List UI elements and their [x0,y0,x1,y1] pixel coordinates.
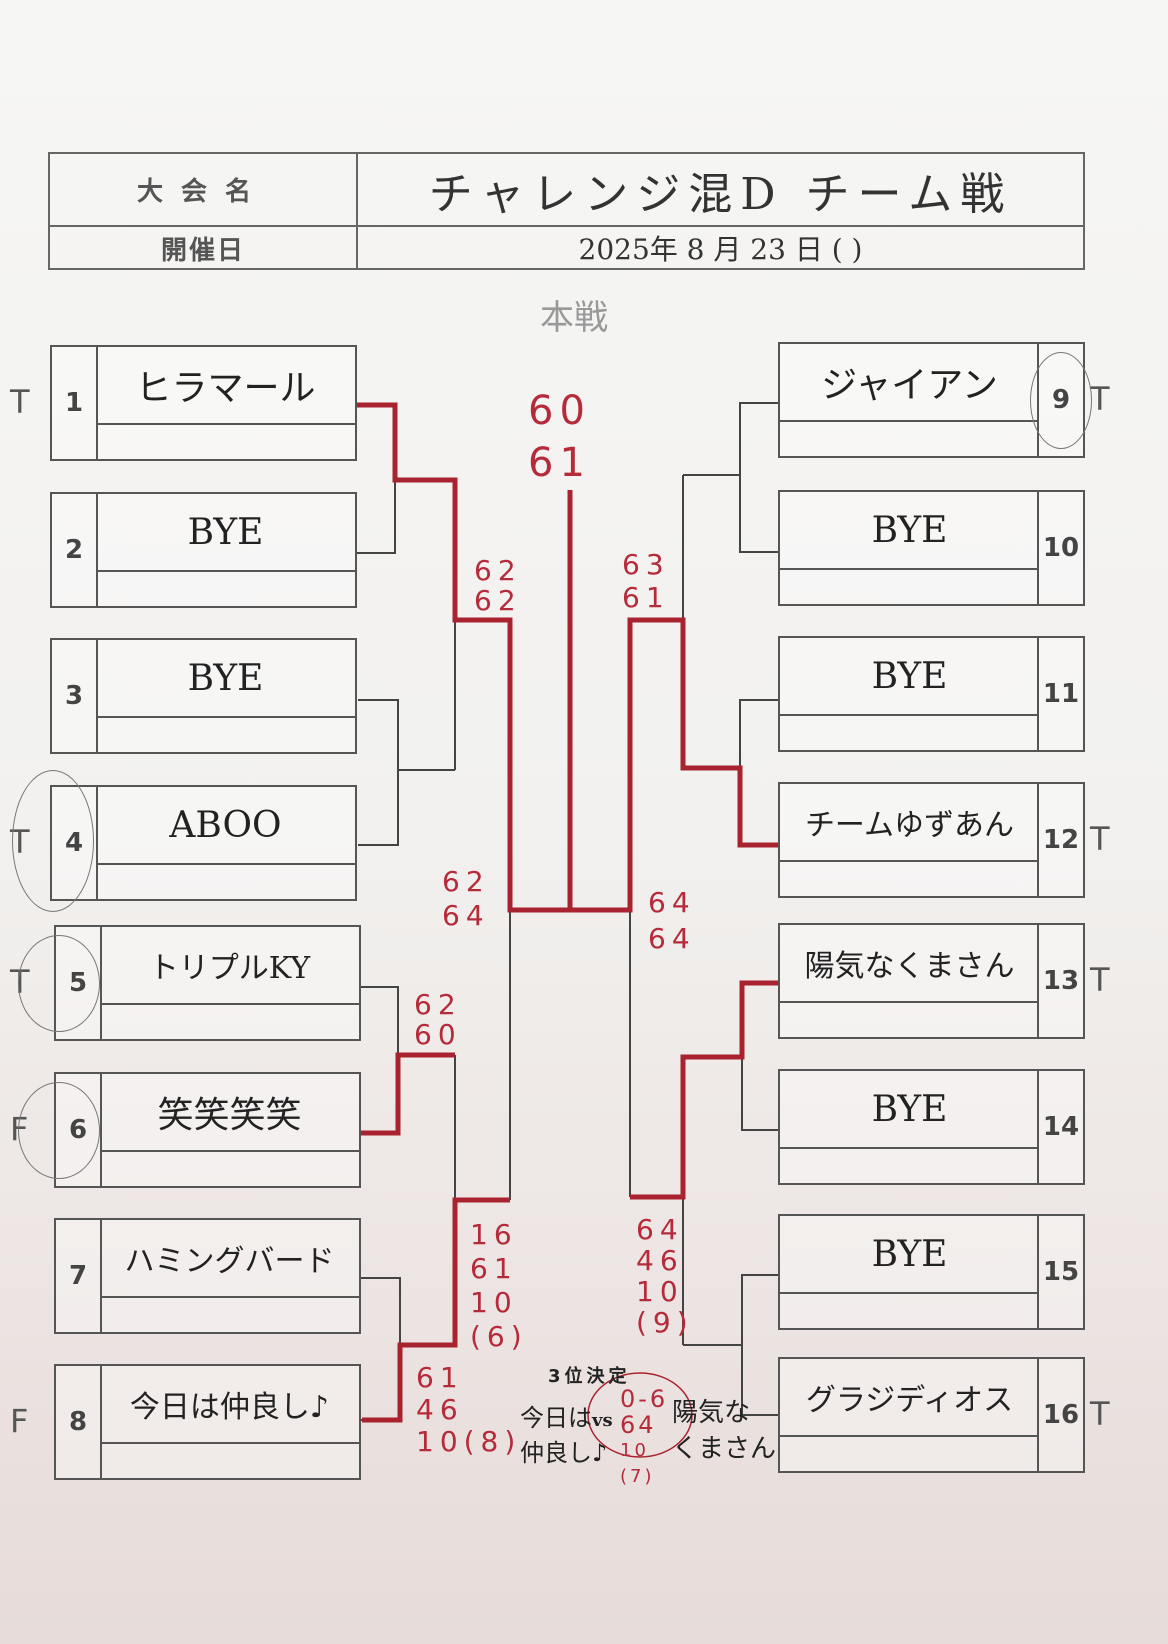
bracket-left-r1-3-4 [358,699,455,846]
team-number: 10 [1037,492,1083,604]
result-mark: T [1090,380,1110,418]
header-table: 大会名 チャレンジ混D チーム戦 開催日 2025年 8 月 23 日 ( ) [48,152,1085,270]
winner-path-kumasan [630,980,780,1200]
third-place-team-b: 陽気なくまさん [672,1398,777,1464]
circle-mark [12,770,94,912]
team-number: 14 [1037,1071,1083,1183]
team-name: BYE [96,494,355,573]
event-date: 2025年 8 月 23 日 ( ) [578,233,863,266]
team-name: グラジディオス [780,1359,1039,1438]
circle-mark [18,1082,100,1179]
result-mark: F [10,1402,29,1440]
winner-path-nakayoshi [362,1197,510,1423]
team-name: ヒラマール [96,347,355,426]
bracket-left-r2-top [454,480,510,770]
result-mark: T [1090,961,1110,999]
winner-path-yuzuan [570,617,778,913]
team-number: 12 [1037,784,1083,896]
team-name: ハミングバード [100,1220,359,1299]
team-number: 3 [52,640,98,752]
team-number: 13 [1037,925,1083,1037]
team-number: 2 [52,494,98,606]
circle-mark [18,935,100,1032]
third-place-winner-circle [587,1372,693,1458]
winner-path-waraiwarai [360,1052,455,1136]
date-label: 開催日 [50,226,358,270]
team-name: 陽気なくまさん [780,925,1039,1004]
team-name: BYE [780,1071,1039,1150]
team-name: 今日は仲良し♪ [100,1366,359,1445]
winner-path-hiramaru [355,402,573,913]
team-number: 16 [1037,1359,1083,1471]
section-label: 本戦 [540,298,608,338]
team-name: チームゆずあん [780,784,1039,863]
team-name: BYE [780,638,1039,717]
result-mark: T [1090,1395,1110,1433]
team-number: 8 [56,1366,102,1478]
team-name: BYE [780,492,1039,571]
result-mark: T [1090,820,1110,858]
team-number: 1 [52,347,98,459]
result-mark: T [10,383,30,421]
third-place-title: 3位決定 [548,1366,631,1387]
bracket-right-r1-9-10 [683,402,778,553]
bracket-right-r1-15-16 [683,1274,780,1416]
event-name-label: 大会名 [50,154,358,225]
team-name: ABOO [96,787,355,866]
team-number: 11 [1037,638,1083,750]
team-name: BYE [780,1216,1039,1295]
team-number: 15 [1037,1216,1083,1328]
circle-mark [1030,352,1092,449]
team-name: トリプルKY [100,927,359,1006]
team-name: 笑笑笑笑 [100,1074,359,1153]
team-name: ジャイアン [780,344,1039,423]
bracket-right-r1-11-12 [683,699,778,846]
team-number: 7 [56,1220,102,1332]
event-name: チャレンジ混D チーム戦 [428,168,1013,220]
team-name: BYE [96,640,355,719]
